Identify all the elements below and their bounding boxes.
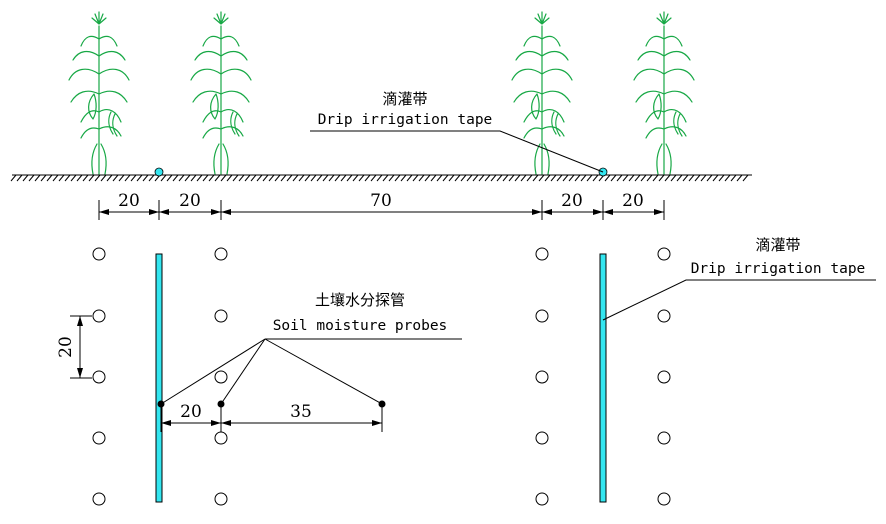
- vertical-dimension: 20: [56, 315, 92, 379]
- plant-position-13: [535, 370, 549, 384]
- plant-position-20: [657, 492, 671, 506]
- plant-position-17: [657, 309, 671, 323]
- plant-position-12: [535, 309, 549, 323]
- dim-top-2: 20: [179, 191, 201, 211]
- drip-tape-line-left: [155, 253, 163, 503]
- plant-position-7: [214, 309, 228, 323]
- corn-plant-2: [190, 11, 252, 175]
- plant-position-11: [535, 247, 549, 261]
- plant-position-2: [92, 309, 106, 323]
- dim-bottom-2: 35: [290, 402, 312, 422]
- top-dimension-chain: 20 20 70 20 20: [98, 191, 665, 220]
- plant-position-1: [92, 247, 106, 261]
- corn-plant-3: [511, 11, 573, 175]
- drip-label-right-leader: [602, 279, 876, 321]
- corn-plant-4: [633, 11, 695, 175]
- plant-position-14: [535, 431, 549, 445]
- ground-surface: [10, 174, 752, 182]
- probe-leaders: [160, 338, 462, 405]
- plant-position-grid: [92, 247, 671, 506]
- plant-position-15: [535, 492, 549, 506]
- drip-label-right-en: Drip irrigation tape: [691, 261, 866, 277]
- plant-position-19: [657, 431, 671, 445]
- plant-position-8: [214, 370, 228, 384]
- plant-position-16: [657, 247, 671, 261]
- drip-label-right-cn: 滴灌带: [755, 236, 800, 254]
- plant-position-5: [92, 492, 106, 506]
- dim-top-3: 70: [370, 191, 392, 211]
- drip-label-top-en: Drip irrigation tape: [318, 112, 493, 128]
- plant-position-18: [657, 370, 671, 384]
- plant-position-6: [214, 247, 228, 261]
- drip-tape-section-left: [154, 167, 164, 177]
- plant-position-3: [92, 370, 106, 384]
- drip-label-top-cn: 滴灌带: [382, 90, 427, 108]
- corn-plant-1: [68, 11, 130, 175]
- bottom-dimension-chain: 20 35: [160, 402, 383, 432]
- plant-position-4: [92, 431, 106, 445]
- dim-bottom-1: 20: [180, 402, 202, 422]
- probe-label-cn: 土壤水分探管: [315, 291, 405, 309]
- dim-top-1: 20: [118, 191, 140, 211]
- plant-position-10: [214, 492, 228, 506]
- drip-label-top-leader: [310, 130, 604, 173]
- probe-label-en: Soil moisture probes: [273, 318, 448, 334]
- dim-vertical: 20: [56, 336, 76, 358]
- plant-position-9: [214, 431, 228, 445]
- dim-top-4: 20: [561, 191, 583, 211]
- dim-top-5: 20: [622, 191, 644, 211]
- drip-tape-line-right: [599, 253, 607, 503]
